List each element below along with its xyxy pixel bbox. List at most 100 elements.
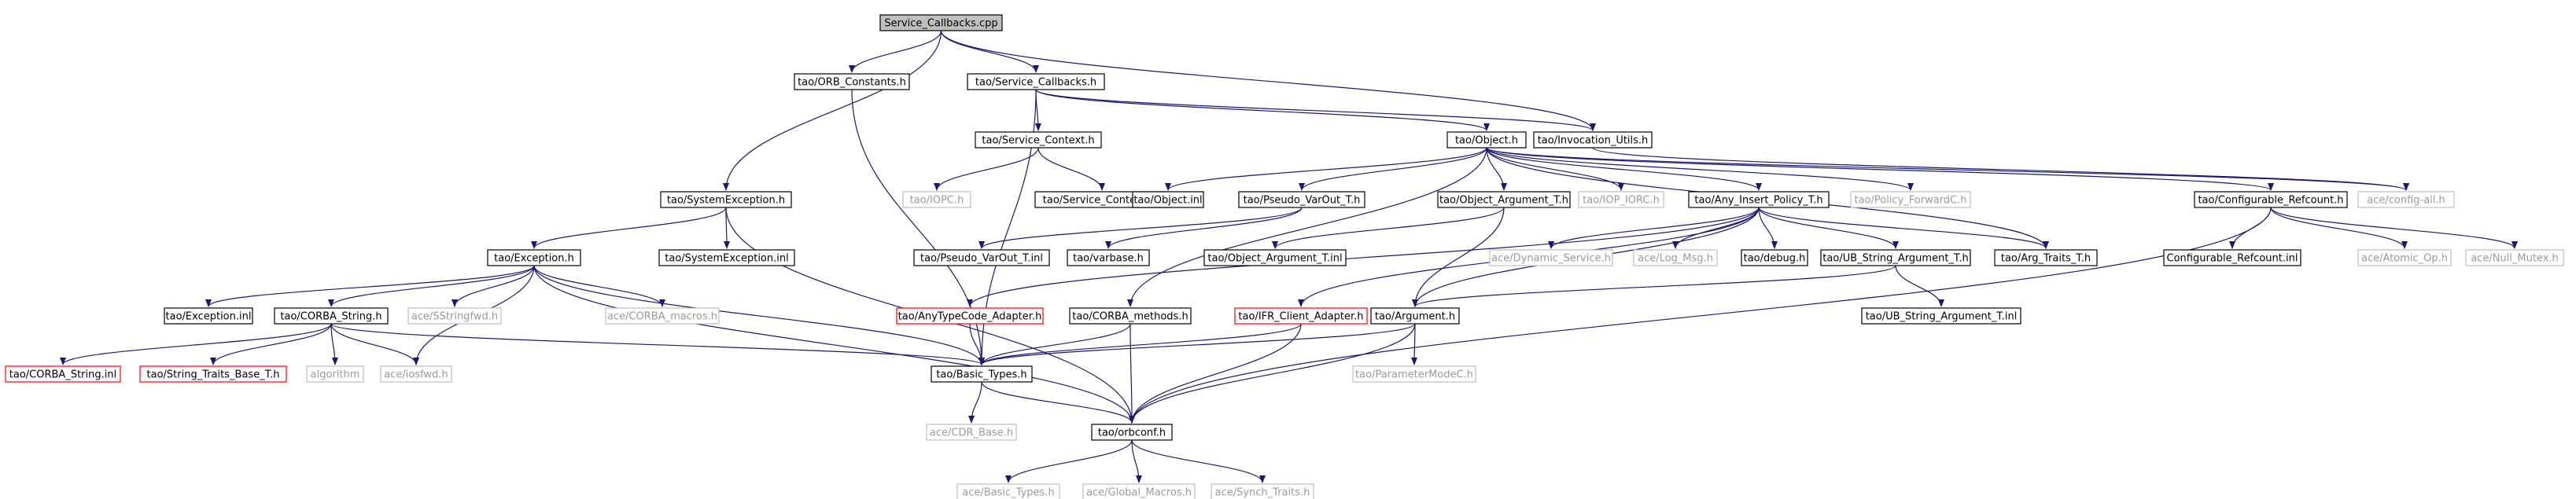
node-corba-methods-h[interactable]: tao/CORBA_methods.h — [1069, 307, 1192, 325]
node-pseudo-varout-t-inl[interactable]: tao/Pseudo_VarOut_T.inl — [913, 249, 1050, 266]
node-box — [1067, 249, 1150, 266]
node-pseudo-varout-t-h[interactable]: tao/Pseudo_VarOut_T.h — [1238, 191, 1365, 208]
node-box — [2357, 191, 2455, 208]
node-service-callbacks-h[interactable]: tao/Service_Callbacks.h — [967, 73, 1105, 90]
node-cdr-base-h: ace/CDR_Base.h — [926, 424, 1017, 441]
node-any-insert-policy-t-h[interactable]: tao/Any_Insert_Policy_T.h — [1688, 191, 1830, 208]
node-null-mutex-h: ace/Null_Mutex.h — [2465, 249, 2564, 266]
node-box — [1578, 191, 1664, 208]
node-ub-string-argument-t-h[interactable]: tao/UB_String_Argument_T.h — [1820, 249, 1971, 266]
edge-orbconf-h-to-global-macros-h — [1131, 439, 1142, 483]
node-label: ace/CORBA_macros.h — [607, 311, 717, 323]
edge-object-h-to-policy-forwardc-h — [1486, 147, 1914, 191]
edge-corba-methods-h-to-basic-types-h — [978, 323, 1131, 365]
node-label: algorithm — [311, 369, 360, 381]
node-box — [902, 191, 971, 208]
edge-configurable-refcount-h-to-orbconf-h — [1129, 207, 2272, 424]
edge-pseudo-varout-t-h-to-varbase-h — [1105, 207, 1303, 249]
node-box — [1850, 191, 1971, 208]
node-object-inl[interactable]: tao/Object.inl — [1132, 191, 1204, 208]
node-system-exception-h[interactable]: tao/SystemException.h — [660, 191, 792, 208]
node-box — [306, 365, 364, 383]
edge-corba-string-h-to-iosfwd-h — [330, 323, 419, 365]
node-anytypecode-adapter-h[interactable]: tao/AnyTypeCode_Adapter.h — [896, 307, 1044, 325]
node-debug-h[interactable]: tao/debug.h — [1741, 249, 1808, 266]
node-object-argument-t-inl[interactable]: tao/Object_Argument_T.inl — [1203, 249, 1347, 266]
node-box — [1533, 131, 1653, 149]
node-label: tao/Configurable_Refcount.h — [2198, 195, 2343, 207]
edge-object-h-to-object-argument-t-h — [1486, 147, 1507, 191]
node-box — [2163, 249, 2301, 266]
node-system-exception-inl[interactable]: tao/SystemException.inl — [658, 249, 795, 266]
node-label: tao/Arg_Traits_T.h — [2001, 253, 2091, 265]
node-box — [5, 365, 121, 383]
node-box — [139, 365, 287, 383]
node-label: ace/Null_Mutex.h — [2471, 253, 2559, 265]
node-label: tao/String_Traits_Base_T.h — [147, 369, 280, 381]
node-box — [2465, 249, 2564, 266]
node-label: tao/UB_String_Argument_T.h — [1822, 253, 1968, 265]
node-label: tao/Service_Context.inl — [1043, 195, 1161, 207]
node-box — [658, 249, 795, 266]
node-box — [967, 73, 1105, 90]
edge-any-insert-policy-t-h-to-dynamic-service-h — [1548, 207, 1760, 249]
node-label: ace/Log_Msg.h — [1638, 253, 1713, 265]
node-box — [956, 483, 1060, 499]
node-configurable-refcount-inl[interactable]: Configurable_Refcount.inl — [2163, 249, 2301, 266]
node-label: ace/Basic_Types.h — [962, 487, 1054, 499]
node-label: tao/ORB_Constants.h — [798, 77, 906, 89]
node-label: tao/IOPC.h — [910, 195, 964, 207]
node-arg-traits-t-h[interactable]: tao/Arg_Traits_T.h — [1994, 249, 2098, 266]
node-object-h[interactable]: tao/Object.h — [1446, 131, 1527, 149]
node-box — [1234, 307, 1368, 325]
node-label: ace/config-all.h — [2367, 195, 2445, 207]
node-ub-string-argument-t-inl[interactable]: tao/UB_String_Argument_T.inl — [1861, 307, 2021, 325]
edge-object-h-to-pseudo-varout-t-h — [1299, 147, 1487, 191]
edge-corba-string-h-to-corba-string-inl — [60, 323, 332, 365]
node-invocation-utils-h[interactable]: tao/Invocation_Utils.h — [1533, 131, 1653, 149]
node-box — [1446, 131, 1527, 149]
edge-corba-string-h-to-string-traits-base-t-h — [210, 323, 332, 365]
edge-object-argument-t-h-to-argument-h — [1412, 207, 1505, 307]
node-exception-h[interactable]: tao/Exception.h — [487, 249, 581, 266]
node-box — [2194, 191, 2348, 208]
node-service-context-h[interactable]: tao/Service_Context.h — [975, 131, 1102, 149]
node-label: tao/Object.h — [1455, 135, 1518, 147]
node-box — [1203, 249, 1347, 266]
node-orbconf-h[interactable]: tao/orbconf.h — [1091, 424, 1173, 441]
edge-any-insert-policy-t-h-to-debug-h — [1758, 207, 1778, 249]
node-basic-types-h[interactable]: tao/Basic_Types.h — [931, 365, 1033, 383]
node-label: Service_Callbacks.cpp — [884, 18, 997, 30]
node-label: tao/Basic_Types.h — [936, 369, 1026, 381]
node-box — [1994, 249, 2098, 266]
node-box — [794, 73, 910, 90]
node-label: tao/Service_Callbacks.h — [975, 77, 1096, 89]
node-box — [1861, 307, 2021, 325]
node-box — [380, 365, 452, 383]
node-corba-string-h[interactable]: tao/CORBA_String.h — [274, 307, 389, 325]
node-label: ace/Atomic_Op.h — [2361, 253, 2448, 265]
node-ifr-client-adapter-h[interactable]: tao/IFR_Client_Adapter.h — [1234, 307, 1368, 325]
node-label: tao/Exception.inl — [166, 311, 252, 323]
node-exception-inl[interactable]: tao/Exception.inl — [164, 307, 253, 325]
node-string-traits-base-t-h[interactable]: tao/String_Traits_Base_T.h — [139, 365, 287, 383]
node-label: tao/Object.inl — [1133, 195, 1202, 207]
node-label: tao/varbase.h — [1073, 253, 1144, 265]
node-service-callbacks-cpp[interactable]: Service_Callbacks.cpp — [879, 14, 1003, 31]
node-orb-constants-h[interactable]: tao/ORB_Constants.h — [794, 73, 910, 90]
node-label: tao/SystemException.h — [667, 195, 785, 207]
node-ace-basic-types-h: ace/Basic_Types.h — [956, 483, 1060, 499]
node-object-argument-t-h[interactable]: tao/Object_Argument_T.h — [1437, 191, 1571, 208]
node-corba-string-inl[interactable]: tao/CORBA_String.inl — [5, 365, 121, 383]
node-box — [896, 307, 1044, 325]
node-configurable-refcount-h[interactable]: tao/Configurable_Refcount.h — [2194, 191, 2348, 208]
node-label: tao/Any_Insert_Policy_T.h — [1694, 195, 1822, 207]
node-label: ace/Synch_Traits.h — [1215, 487, 1310, 499]
node-box — [274, 307, 389, 325]
node-argument-h[interactable]: tao/Argument.h — [1370, 307, 1460, 325]
edge-exception-h-to-orbconf-h — [533, 265, 1135, 424]
node-label: tao/Object_Argument_T.inl — [1207, 253, 1342, 265]
node-varbase-h[interactable]: tao/varbase.h — [1067, 249, 1150, 266]
edge-service-context-h-to-iopc-h — [934, 147, 1039, 191]
